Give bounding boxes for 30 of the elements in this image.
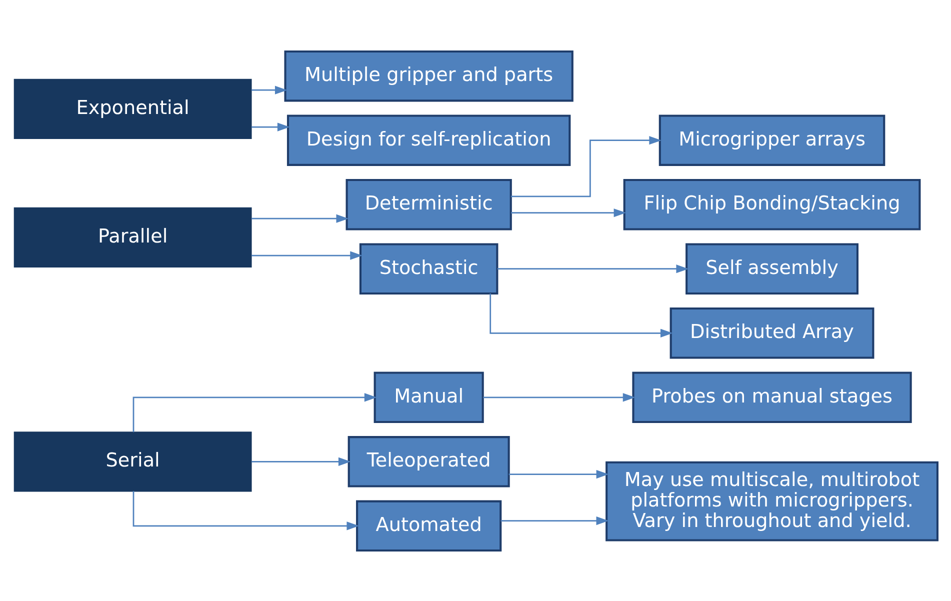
- arrow: [251, 214, 348, 222]
- node-box: Deterministic: [345, 178, 512, 230]
- arrow: [251, 122, 290, 131]
- node-box: Manual: [373, 371, 484, 423]
- arrow: [510, 136, 661, 197]
- node-box: Exponential: [13, 78, 252, 138]
- arrow: [251, 85, 287, 94]
- node-box: Distributed Array: [669, 307, 874, 358]
- node-box: Multiple gripper and parts: [284, 50, 573, 102]
- arrow: [496, 264, 688, 273]
- node-box: Self assembly: [685, 242, 858, 294]
- node-box: Probes on manual stages: [632, 371, 912, 423]
- arrow: [510, 208, 626, 217]
- node-box: Serial: [13, 431, 252, 492]
- arrow: [508, 470, 608, 478]
- arrow: [500, 516, 608, 525]
- arrow: [132, 392, 376, 432]
- node-box: Parallel: [13, 206, 252, 267]
- node-box: Teleoperated: [347, 436, 510, 487]
- node-box: Stochastic: [358, 242, 498, 294]
- node-box: May use multiscale, multirobot platforms with microgrippers. Vary in throughout and yield.: [605, 460, 938, 541]
- node-box: Design for self-replication: [286, 114, 570, 166]
- node-box: Microgripper arrays: [658, 114, 885, 166]
- arrow: [132, 490, 359, 530]
- arrow: [482, 392, 635, 402]
- node-box: Automated: [356, 500, 502, 552]
- arrow: [251, 250, 362, 260]
- node-box: Flip Chip Bonding/Stacking: [622, 178, 920, 230]
- arrow: [489, 293, 672, 337]
- arrow: [251, 456, 350, 466]
